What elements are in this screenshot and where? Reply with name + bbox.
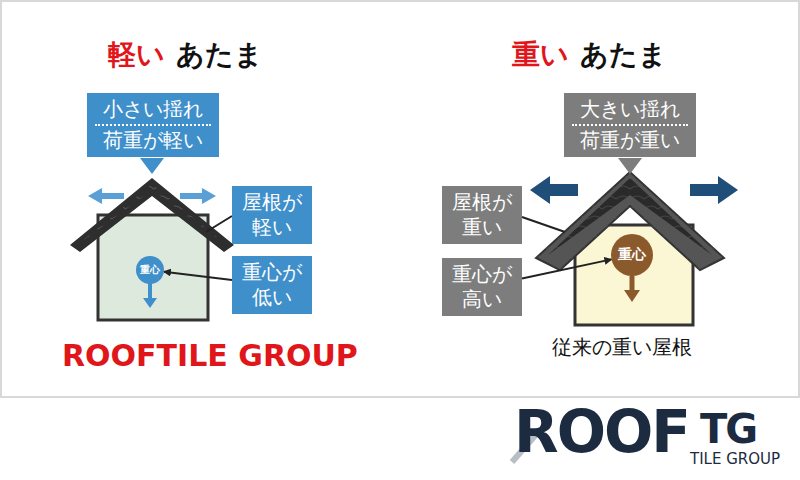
callout-text: 重心が 低い: [240, 260, 304, 310]
center-of-gravity: 重心: [136, 256, 164, 284]
dotted-divider: [95, 124, 211, 126]
callout-text: 屋根が 軽い: [240, 190, 304, 240]
center-of-gravity: 重心: [611, 234, 653, 276]
title-word: あたま: [580, 36, 667, 74]
title-word: あたま: [176, 36, 263, 74]
callout-box: 小さい揺れ荷重が軽い: [87, 93, 219, 157]
callout-text: 屋根が 重い: [450, 190, 514, 240]
logo-text: TG: [700, 406, 756, 452]
frame: [1, 1, 799, 397]
callout-text: 小さい揺れ: [95, 97, 211, 122]
leader-line: [206, 216, 232, 232]
light-house: [70, 178, 234, 320]
caption-text: 従来の重い屋根: [552, 334, 692, 361]
small-sway-arrows: [88, 188, 216, 204]
callout-pointer: [618, 158, 642, 174]
circle-label: 重心: [618, 246, 646, 264]
leader-line: [522, 217, 565, 232]
callout-text: 荷重が軽い: [95, 128, 211, 153]
logo-subtext: TILE GROUP: [690, 450, 780, 468]
callout-text: 大きい揺れ: [572, 97, 688, 122]
callout-arrow: [522, 259, 611, 278]
callout-text: 重心が 高い: [450, 262, 514, 312]
callout-pointer: [140, 158, 164, 174]
callout-box: 大きい揺れ荷重が重い: [564, 93, 696, 157]
callout-box: 重心が 低い: [232, 256, 312, 314]
callout-box: 屋根が 重い: [442, 186, 522, 244]
circle-label: 重心: [140, 263, 160, 277]
title-word: 重い: [512, 36, 569, 74]
brand-text: ROOFTILE GROUP: [62, 338, 358, 373]
title-word: 軽い: [108, 36, 165, 74]
callout-arrow: [164, 272, 232, 280]
callout-box: 重心が 高い: [442, 258, 522, 316]
large-sway-arrows: [530, 176, 738, 204]
callout-box: 屋根が 軽い: [232, 186, 312, 244]
callout-text: 荷重が重い: [572, 128, 688, 153]
logo-text: ROOF: [514, 398, 689, 466]
dotted-divider: [572, 124, 688, 126]
